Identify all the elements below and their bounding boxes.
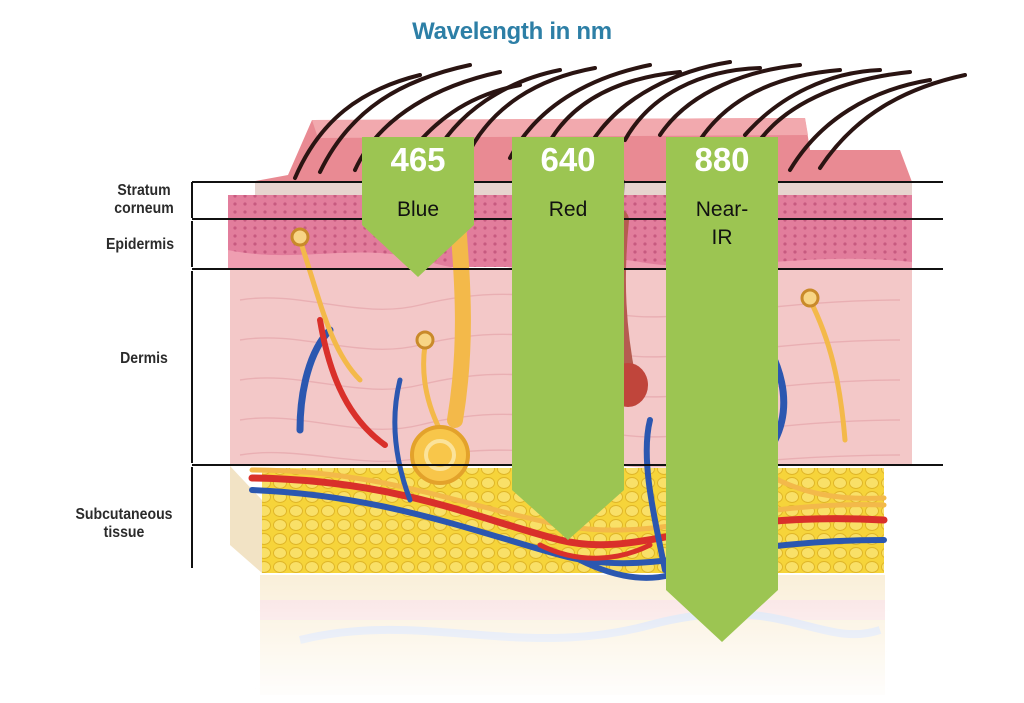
- skin-reflection: [250, 575, 890, 703]
- arrow-880-near-ir: [666, 137, 778, 642]
- wavelength-value-465: 465: [390, 141, 446, 178]
- arrow-465-blue: [362, 137, 474, 277]
- layer-label-dermis: Dermis: [120, 350, 168, 367]
- hairs: [293, 60, 967, 180]
- wavelength-value-880: 880: [694, 141, 750, 178]
- layer-label-epidermis: Epidermis: [105, 236, 175, 253]
- wavelength-name-blue: Blue: [396, 198, 440, 221]
- wavelength-name-near-ir: Near-IR: [695, 198, 749, 249]
- arrow-640-red: [512, 137, 624, 540]
- wavelength-value-640: 640: [540, 141, 596, 178]
- wavelength-name-red: Red: [548, 198, 588, 221]
- diagram-title: Wavelength in nm: [412, 18, 612, 45]
